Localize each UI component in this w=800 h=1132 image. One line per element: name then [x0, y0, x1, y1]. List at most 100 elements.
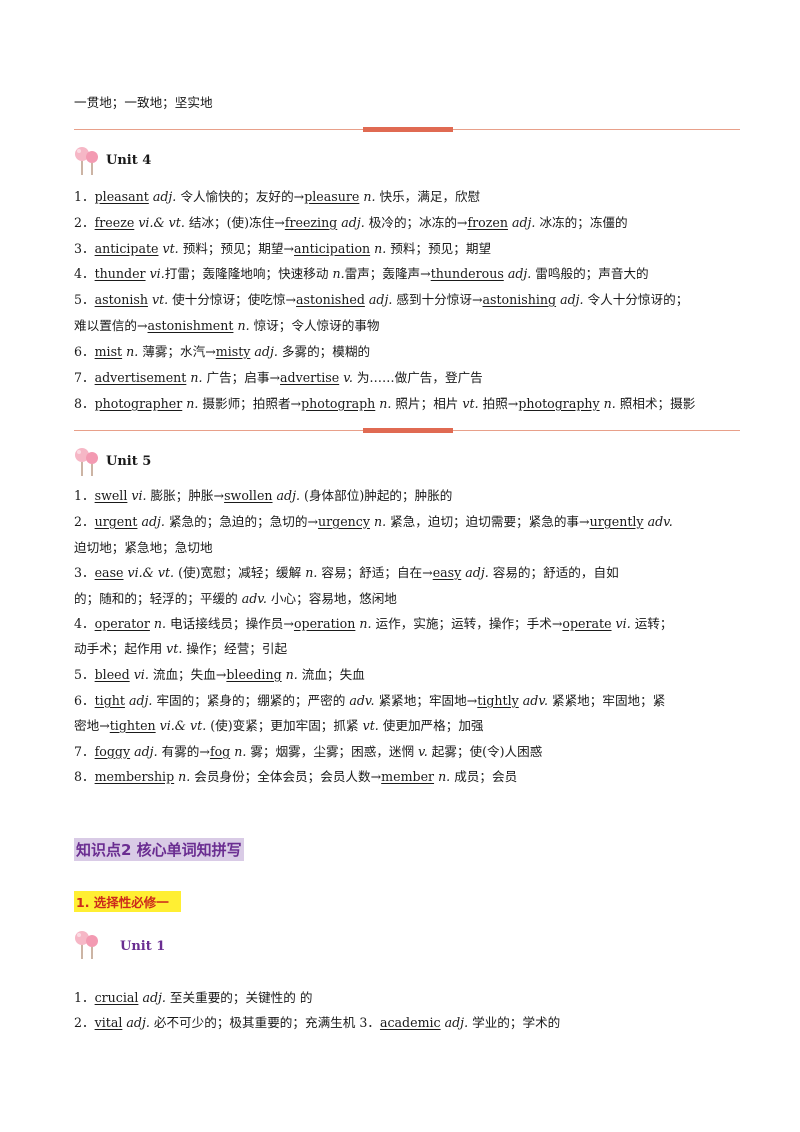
definition-text: 拍照→ [478, 396, 519, 411]
vocab-word: freezing [284, 215, 338, 230]
part-of-speech: adj. [507, 266, 532, 281]
flower-icon [75, 931, 98, 959]
definition-text: 流血；失血 [297, 667, 365, 682]
vocab-word: member [381, 769, 435, 784]
vocab-word: urgently [589, 514, 644, 529]
vocab-word: swell [94, 488, 128, 503]
vocab-word: photography [518, 396, 600, 411]
vocab-word: astonish [94, 292, 148, 307]
vocab-word: tighten [109, 718, 156, 733]
course-subtitle: 1. 选择性必修一 [74, 891, 181, 912]
definition-text: 照相术；摄影 [615, 396, 696, 411]
vocab-word: operation [293, 616, 356, 631]
definition-text: 迫切地；紧急地；急切地 [74, 540, 213, 555]
definition-text: 小心；容易地，悠闲地 [266, 591, 397, 606]
vocab-line: 5．astonish vt. 使十分惊讶；使吃惊→astonished adj.… [74, 291, 688, 309]
vocab-word: pleasure [304, 189, 360, 204]
divider-accent [363, 428, 453, 433]
vocab-word: advertise [280, 370, 340, 385]
definition-text: 1． [74, 990, 95, 1005]
vocab-word: photograph [301, 396, 376, 411]
definition-text: 快乐，满足，欣慰 [375, 189, 481, 204]
vocab-word: operator [94, 616, 150, 631]
definition-text: 广告；启事→ [202, 370, 281, 385]
part-of-speech: n. [305, 565, 318, 580]
part-of-speech: v. [418, 744, 428, 759]
part-of-speech: n. [237, 318, 250, 333]
part-of-speech: adj. [341, 215, 365, 230]
part-of-speech: v. [343, 370, 353, 385]
vocab-word: operate [562, 616, 612, 631]
definition-text: 5． [74, 292, 95, 307]
part-of-speech: n. [285, 667, 298, 682]
vocab-word: mist [94, 344, 123, 359]
part-of-speech: adj. [465, 565, 489, 580]
continued-line: 一贯地；一致地；坚实地 [74, 95, 213, 110]
definition-text: 3． [74, 565, 95, 580]
part-of-speech: adj. [141, 514, 165, 529]
section-divider [74, 127, 740, 132]
definition-text: 结冰；(使)冻住→ [184, 215, 285, 230]
definition-text: 摄影师；拍照者→ [198, 396, 302, 411]
definition-text: 牢固的；紧身的；绷紧的；严密的 [152, 693, 350, 708]
vocab-word: frozen [467, 215, 508, 230]
unit-title: Unit 4 [106, 153, 152, 168]
definition-text: 密地→ [74, 718, 110, 733]
part-of-speech: n. [332, 266, 345, 281]
definition-text: 薄雾；水汽→ [138, 344, 216, 359]
part-of-speech: n. [359, 616, 372, 631]
definition-text: 5． [74, 667, 95, 682]
definition-text: 流血；失血→ [148, 667, 227, 682]
part-of-speech: adj. [152, 189, 177, 204]
vocab-word: easy [432, 565, 462, 580]
part-of-speech: n. [186, 396, 199, 411]
part-of-speech: vi. [149, 266, 165, 281]
vocab-line: 1．pleasant adj. 令人愉快的；友好的→pleasure n. 快乐… [74, 188, 480, 206]
definition-text: 6． [74, 344, 95, 359]
vocab-word: crucial [94, 990, 139, 1005]
definition-text: 雾；烟雾，尘雾；困惑，迷惘 [246, 744, 419, 759]
divider-accent [363, 127, 453, 132]
part-of-speech: vi.& vt. [127, 565, 175, 580]
vocab-line: 3．ease vi.& vt. (使)宽慰；减轻；缓解 n. 容易；舒适；自在→… [74, 564, 619, 582]
definition-text: 容易的；舒适的，自如 [488, 565, 619, 580]
vocab-word: tightly [477, 693, 519, 708]
vocab-word: vital [94, 1015, 123, 1030]
definition-text: 难以置信的→ [74, 318, 148, 333]
definition-text: 照片；相片 [391, 396, 463, 411]
definition-text: 雷声；轰隆声→ [344, 266, 431, 281]
vocab-word: ease [94, 565, 124, 580]
definition-text: 容易；舒适；自在→ [317, 565, 433, 580]
part-of-speech: vi. [131, 488, 147, 503]
vocab-line: 6．mist n. 薄雾；水汽→misty adj. 多雾的；模糊的 [74, 343, 370, 361]
section-divider [74, 428, 740, 433]
vocab-word: anticipate [94, 241, 159, 256]
definition-text: 动手术；起作用 [74, 641, 167, 656]
vocab-word: bleeding [226, 667, 282, 682]
vocab-word: urgent [94, 514, 138, 529]
definition-text: 4． [74, 616, 95, 631]
vocab-line: 的；随和的；轻浮的；平缓的 adv. 小心；容易地，悠闲地 [74, 590, 397, 608]
definition-text: 的；随和的；轻浮的；平缓的 [74, 591, 242, 606]
part-of-speech: adj. [560, 292, 584, 307]
definition-text: 至关重要的；关键性的 的 [165, 990, 313, 1005]
vocab-word: swollen [224, 488, 273, 503]
part-of-speech: adj. [511, 215, 536, 230]
part-of-speech: n. [374, 241, 387, 256]
part-of-speech: adv. [349, 693, 375, 708]
vocab-word: astonished [296, 292, 365, 307]
part-of-speech: vt. [362, 718, 379, 733]
part-of-speech: n. [373, 514, 387, 529]
part-of-speech: vi. [615, 616, 631, 631]
vocab-word: advertisement [94, 370, 187, 385]
vocab-word: misty [215, 344, 251, 359]
unit-title: Unit 5 [106, 454, 152, 469]
part-of-speech: n. [438, 769, 451, 784]
definition-text: (使)宽慰；减轻；缓解 [174, 565, 306, 580]
definition-text: 多雾的；模糊的 [277, 344, 371, 359]
part-of-speech: adj. [276, 488, 301, 503]
vocab-word: anticipation [294, 241, 371, 256]
part-of-speech: adj. [142, 990, 166, 1005]
vocab-line: 2．vital adj. 必不可少的；极其重要的；充满生机 3．academic… [74, 1014, 560, 1032]
